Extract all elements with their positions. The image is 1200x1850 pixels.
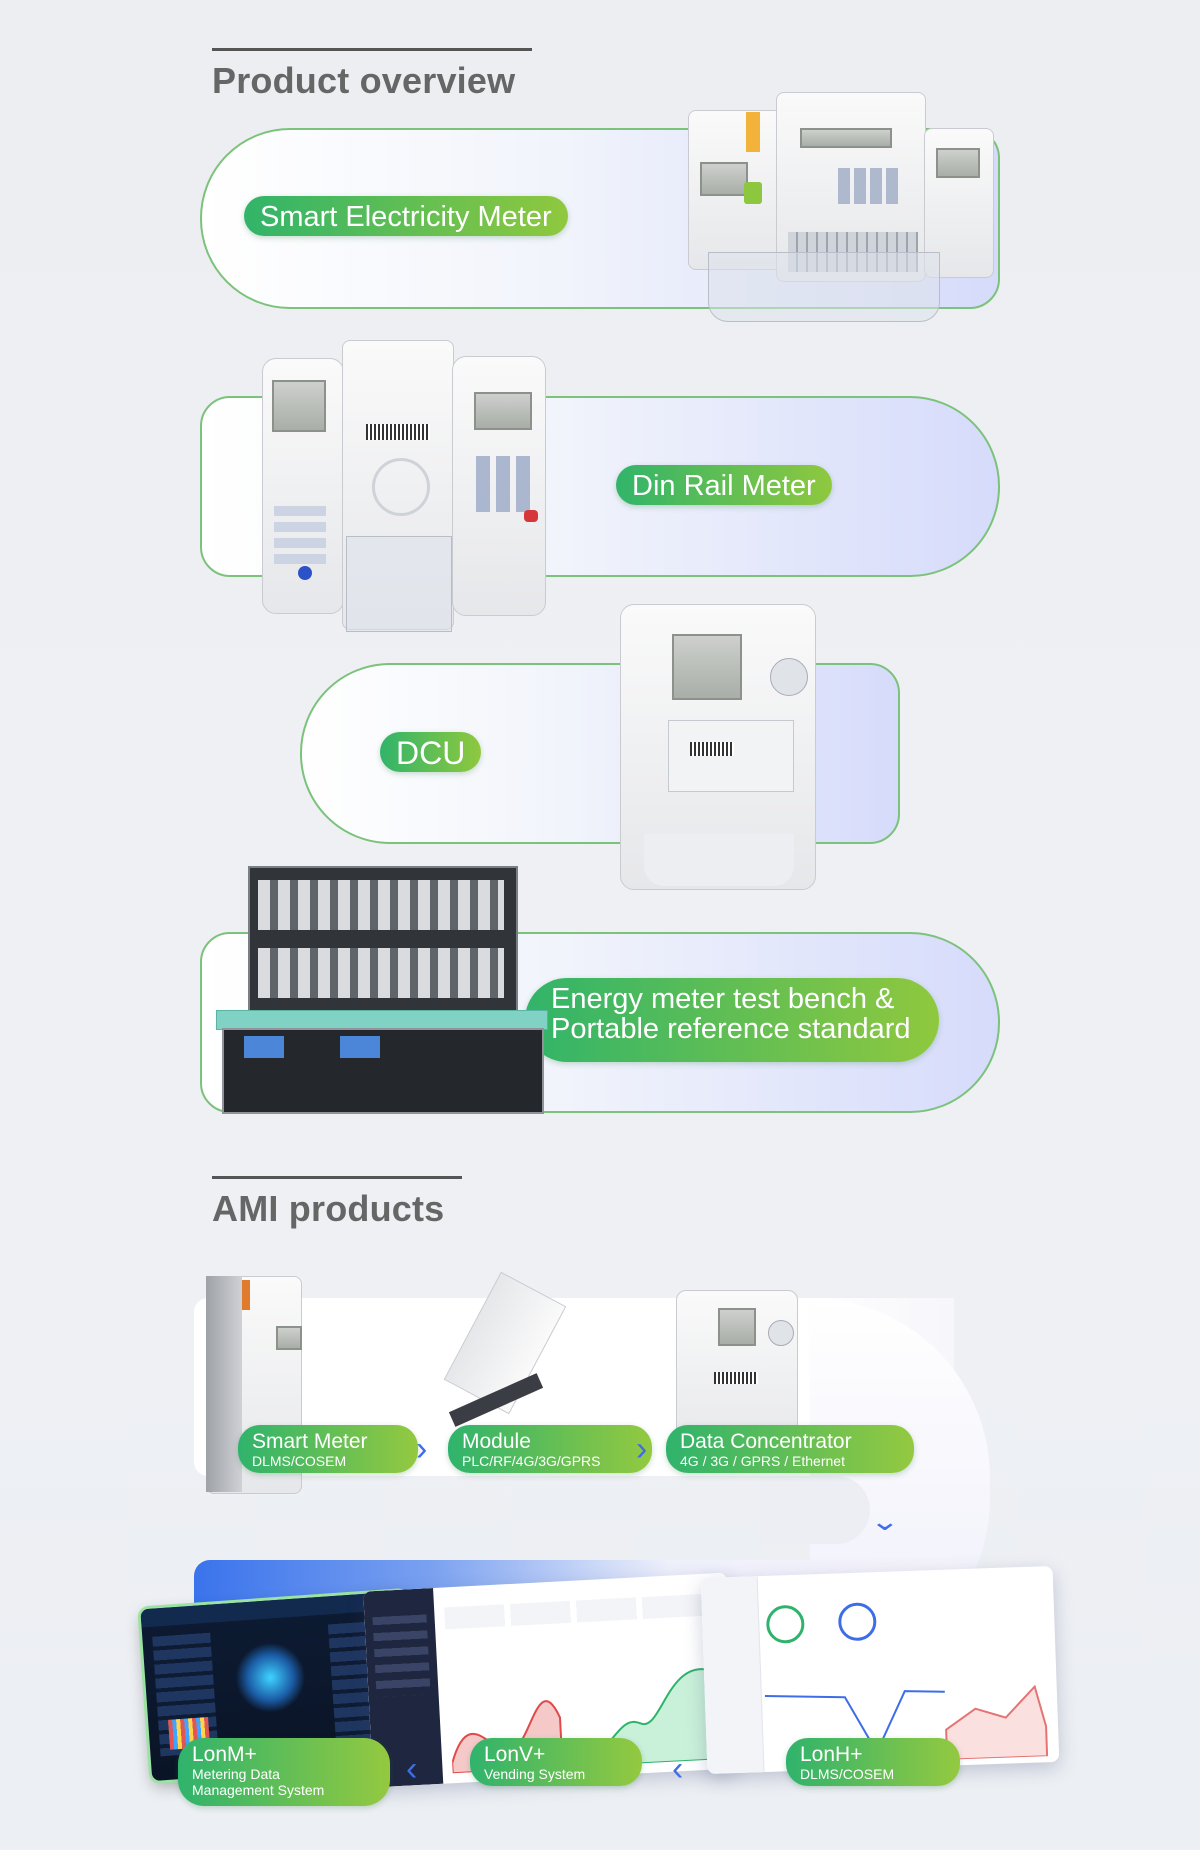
system-lonm[interactable]: LonM+ Metering Data Management System bbox=[178, 1738, 390, 1806]
system-lonv-name: LonV+ bbox=[484, 1743, 546, 1766]
system-lonv-sub1: Vending System bbox=[484, 1766, 586, 1782]
chevron-right-icon: › bbox=[416, 1430, 428, 1468]
ami-flow-inner bbox=[760, 1476, 870, 1544]
product-label-test-bench: Energy meter test bench & Portable refer… bbox=[525, 978, 939, 1062]
ami-chain-data-concentrator[interactable]: Data Concentrator 4G / 3G / GPRS / Ether… bbox=[666, 1425, 914, 1473]
ami-chain-module-sub: PLC/RF/4G/3G/GPRS bbox=[462, 1453, 601, 1469]
product-label-din-rail-meter: Din Rail Meter bbox=[616, 465, 832, 505]
module-device-image bbox=[440, 1271, 570, 1442]
ami-chain-smart-meter-sub: DLMS/COSEM bbox=[252, 1453, 347, 1469]
ami-chain-smart-meter[interactable]: Smart Meter DLMS/COSEM bbox=[238, 1425, 418, 1473]
product-label-dcu: DCU bbox=[380, 732, 482, 772]
system-lonh-name: LonH+ bbox=[800, 1743, 863, 1766]
system-lonm-sub2: Management System bbox=[192, 1782, 325, 1798]
ami-chain-smart-meter-name: Smart Meter bbox=[252, 1430, 368, 1453]
system-lonm-name: LonM+ bbox=[192, 1743, 257, 1766]
test-bench-image bbox=[216, 866, 548, 1122]
test-bench-label-line1: Energy meter test bench & bbox=[551, 983, 895, 1015]
chevron-left-icon: ‹ bbox=[406, 1750, 418, 1788]
chevron-down-icon: ⌄ bbox=[869, 1506, 901, 1536]
ami-chain-module-name: Module bbox=[462, 1430, 531, 1453]
smart-meter-image bbox=[688, 92, 1000, 328]
section-rule bbox=[212, 48, 532, 51]
system-lonh[interactable]: LonH+ DLMS/COSEM bbox=[786, 1738, 960, 1786]
din-rail-meter-image bbox=[262, 340, 552, 636]
product-label-smart-electricity-meter: Smart Electricity Meter bbox=[244, 196, 568, 236]
chevron-right-icon: › bbox=[636, 1430, 648, 1468]
section-title-overview: Product overview bbox=[212, 60, 516, 101]
section-title-ami: AMI products bbox=[212, 1188, 445, 1229]
system-lonm-sub1: Metering Data bbox=[192, 1766, 280, 1782]
section-rule-ami bbox=[212, 1176, 462, 1179]
ami-chain-data-concentrator-name: Data Concentrator bbox=[680, 1430, 852, 1453]
dcu-image bbox=[620, 604, 820, 894]
system-lonh-sub1: DLMS/COSEM bbox=[800, 1766, 895, 1782]
chevron-left-icon: ‹ bbox=[672, 1750, 684, 1788]
test-bench-label-line2: Portable reference standard bbox=[551, 1013, 911, 1045]
lonh-screenshot bbox=[700, 1565, 1060, 1775]
ami-chain-data-concentrator-sub: 4G / 3G / GPRS / Ethernet bbox=[680, 1453, 845, 1469]
ami-chain-module[interactable]: Module PLC/RF/4G/3G/GPRS bbox=[448, 1425, 652, 1473]
system-lonv[interactable]: LonV+ Vending System bbox=[470, 1738, 642, 1786]
smart-meter-device-image bbox=[206, 1276, 306, 1496]
